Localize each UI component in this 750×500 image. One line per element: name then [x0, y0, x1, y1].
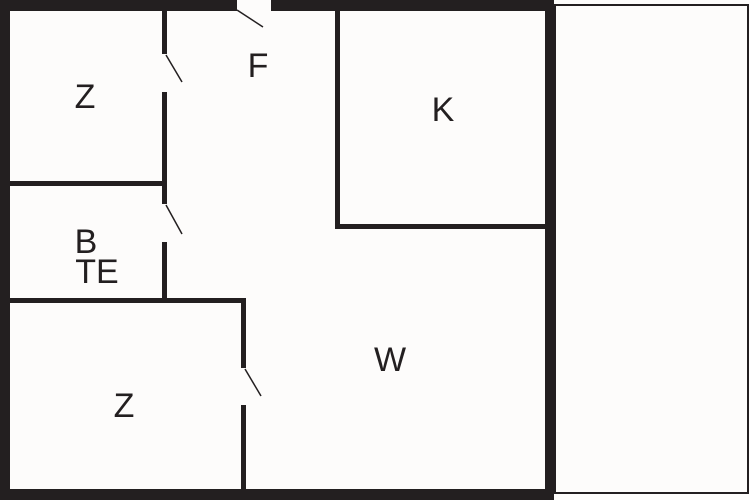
room-label-bathroom-b: B — [74, 223, 98, 261]
wall-kitchen-bottom — [335, 224, 547, 229]
door-swing-entrance — [236, 9, 264, 28]
room-label-hallway: F — [247, 47, 269, 85]
room-label-bedroom-top: Z — [74, 78, 96, 116]
door-swing-bathroom — [165, 204, 183, 235]
outer-wall-top-right — [271, 0, 554, 11]
wall-bath-hall — [162, 242, 167, 302]
wall-bath-z2 — [10, 298, 246, 303]
outer-wall-top-left — [0, 0, 237, 11]
wall-z-hall-1 — [162, 11, 167, 54]
wall-kitchen-left — [335, 11, 340, 229]
room-label-living: W — [373, 341, 407, 379]
outer-wall-left — [0, 0, 10, 500]
wall-z-bath — [10, 181, 167, 186]
room-label-bathroom-te: TE — [75, 253, 119, 291]
balcony-outline — [554, 4, 749, 494]
outer-wall-right — [545, 0, 554, 500]
door-swing-bedroom-top — [165, 54, 183, 83]
room-label-bedroom-bottom: Z — [113, 387, 135, 425]
outer-wall-bottom — [0, 489, 554, 500]
room-label-kitchen: K — [431, 91, 455, 129]
wall-z2-living-1 — [241, 298, 246, 368]
wall-z-hall-2 — [162, 92, 167, 204]
door-swing-bedroom-bottom — [244, 368, 262, 397]
wall-z2-living-2 — [241, 405, 246, 490]
